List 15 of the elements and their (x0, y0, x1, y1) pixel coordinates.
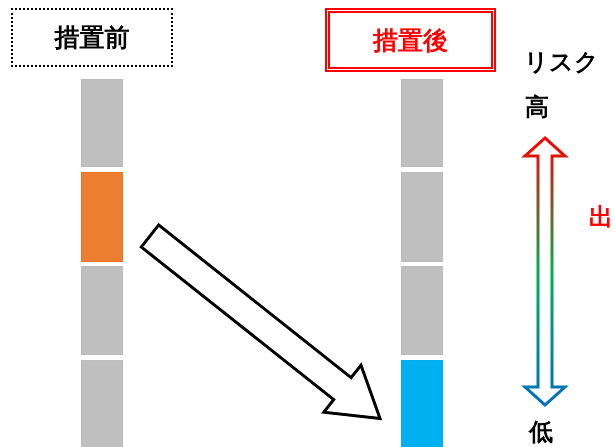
bar-segment (81, 266, 123, 355)
bar-segment (81, 79, 123, 167)
text-label: 高 (525, 95, 549, 119)
text-label: リスク (524, 50, 599, 74)
block-arrow (139, 222, 382, 420)
text-label: 低 (529, 420, 553, 444)
bar-segment (401, 266, 443, 355)
bar-segment (401, 172, 443, 262)
bar-segment (81, 172, 123, 262)
text-label: 出 (589, 205, 613, 229)
label-box: 措置後 (325, 8, 496, 72)
bar-segment (401, 360, 443, 447)
bar-segment (81, 360, 123, 447)
bar-segment (401, 79, 443, 167)
label-box: 措置前 (11, 8, 173, 67)
